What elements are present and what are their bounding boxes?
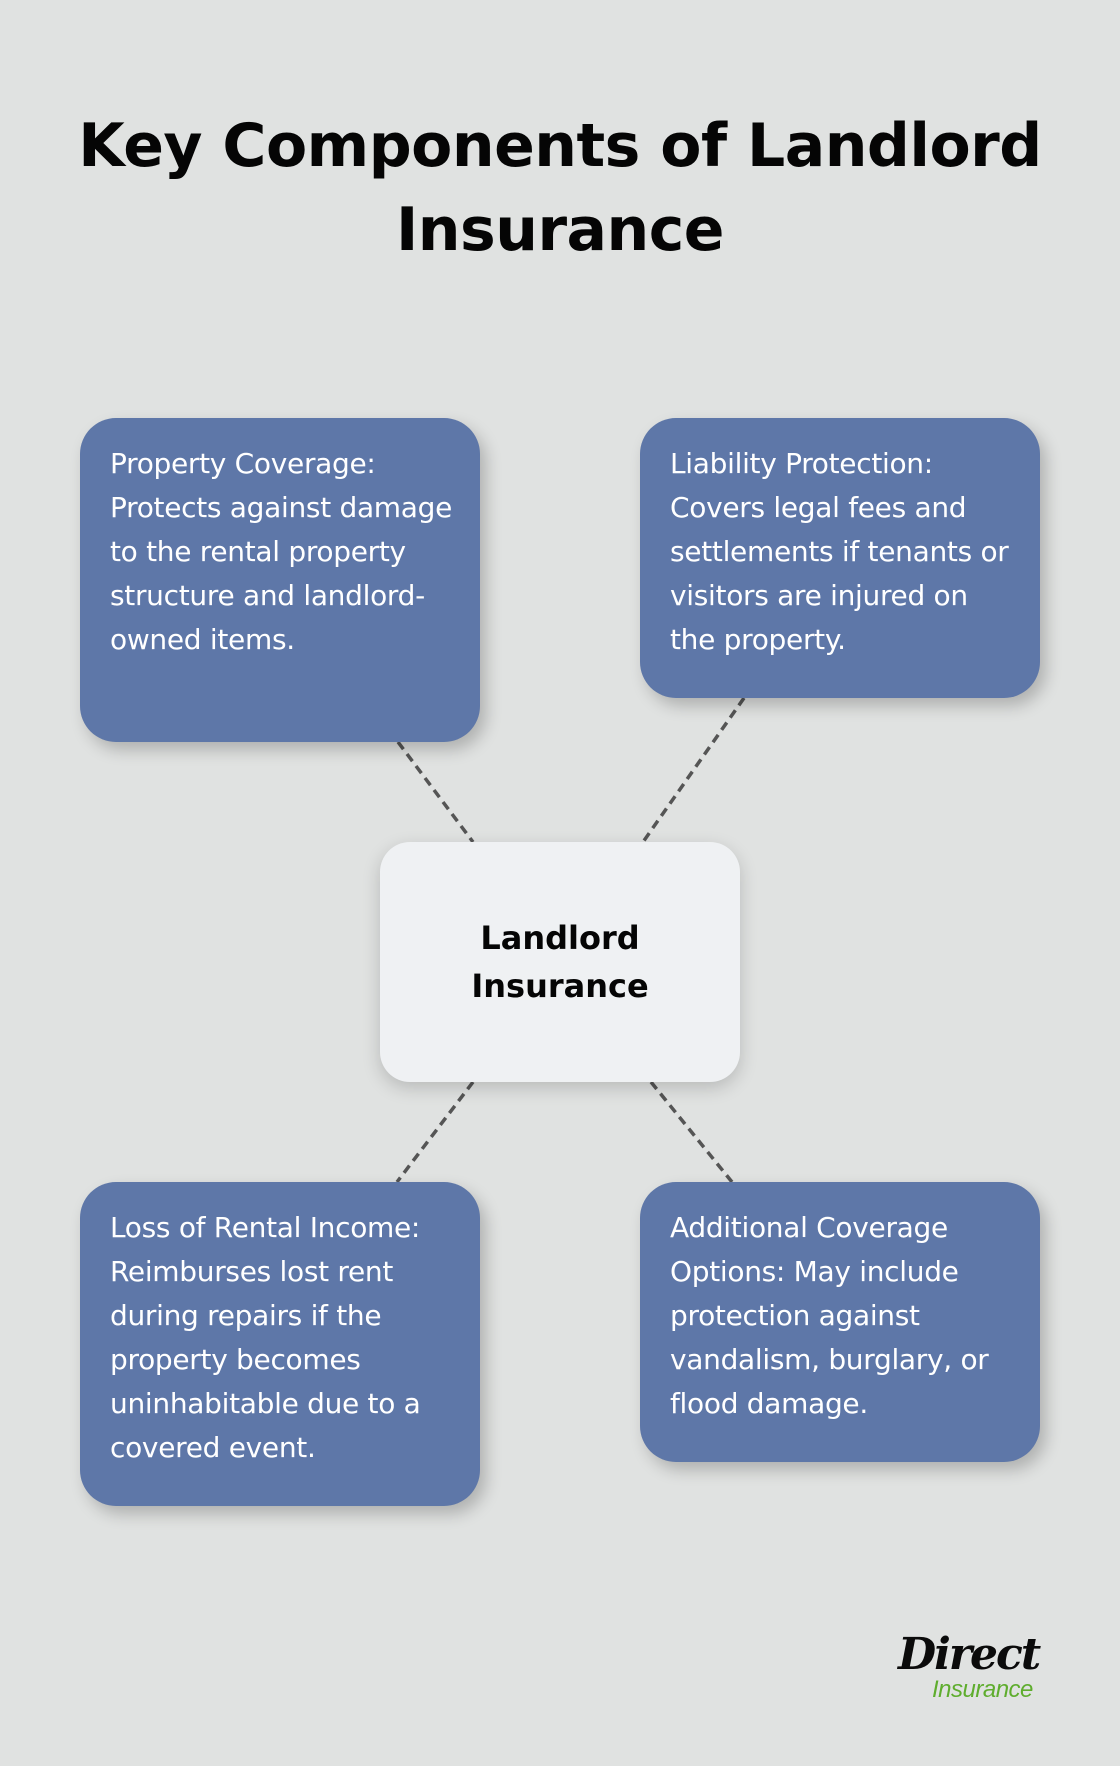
connector-liability [641, 696, 746, 844]
brand-logo: Direct Insurance [898, 1632, 1058, 1702]
connector-rental-income [395, 1080, 475, 1184]
card-property-coverage: Property Coverage: Protects against dama… [80, 418, 480, 742]
card-label: Property Coverage: Protects against dama… [110, 447, 453, 656]
card-liability-protection: Liability Protection: Covers legal fees … [640, 418, 1040, 698]
card-label: Additional Coverage Options: May include… [670, 1211, 989, 1420]
card-label: Loss of Rental Income: Reimburses lost r… [110, 1211, 421, 1464]
card-additional-coverage: Additional Coverage Options: May include… [640, 1182, 1040, 1462]
page-title: Key Components of Landlord Insurance [78, 111, 1042, 265]
logo-wordmark-insurance: Insurance [932, 1676, 1033, 1703]
card-loss-of-rental-income: Loss of Rental Income: Reimburses lost r… [80, 1182, 480, 1506]
center-label: Landlord Insurance [471, 919, 649, 1005]
connector-additional [649, 1080, 734, 1184]
card-label: Liability Protection: Covers legal fees … [670, 447, 1009, 656]
connector-property [396, 740, 475, 844]
logo-wordmark-direct: Direct [898, 1629, 1041, 1680]
center-node: Landlord Insurance [380, 842, 740, 1082]
